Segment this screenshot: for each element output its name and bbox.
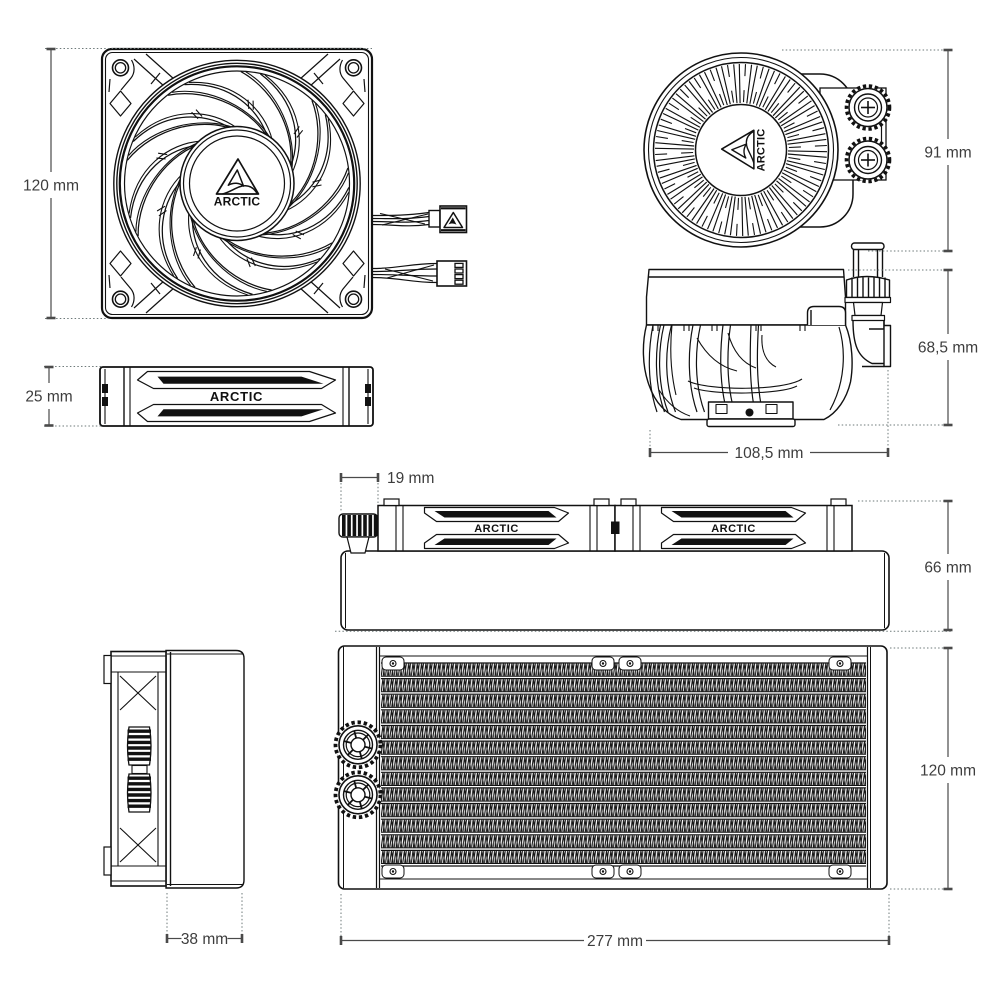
- svg-text:66 mm: 66 mm: [924, 560, 971, 577]
- svg-text:91 mm: 91 mm: [924, 145, 971, 162]
- svg-text:120 mm: 120 mm: [920, 763, 976, 780]
- svg-text:ARCTIC: ARCTIC: [755, 129, 767, 172]
- svg-text:ARCTIC: ARCTIC: [210, 389, 263, 404]
- svg-text:ARCTIC: ARCTIC: [214, 195, 261, 209]
- svg-text:277 mm: 277 mm: [587, 933, 643, 950]
- svg-text:38 mm: 38 mm: [181, 931, 228, 948]
- svg-text:25 mm: 25 mm: [25, 389, 72, 406]
- svg-text:ARCTIC: ARCTIC: [711, 523, 756, 535]
- svg-text:108,5 mm: 108,5 mm: [735, 445, 804, 462]
- svg-text:120 mm: 120 mm: [23, 178, 79, 195]
- svg-text:19 mm: 19 mm: [387, 470, 434, 487]
- svg-text:68,5 mm: 68,5 mm: [918, 340, 978, 357]
- svg-text:ARCTIC: ARCTIC: [474, 523, 519, 535]
